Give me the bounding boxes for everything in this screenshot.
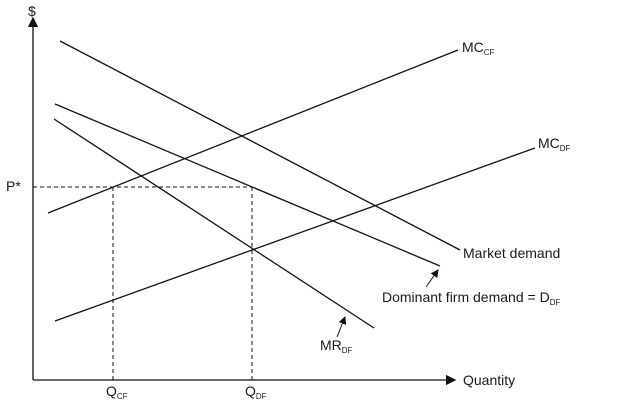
y-axis-label: $: [28, 3, 36, 19]
dominant-firm-demand-curve: [54, 103, 441, 267]
price-label: P*: [6, 178, 21, 194]
mr-df-pointer: [336, 316, 347, 338]
x-axis-label: Quantity: [463, 372, 515, 388]
mc-df-curve: [54, 147, 536, 322]
dominant-demand-label: Dominant firm demand = DDF: [382, 289, 560, 307]
q-df-label: QDF: [245, 383, 267, 401]
mc-cf-label: MCCF: [462, 39, 495, 57]
market-demand-label: Market demand: [463, 245, 560, 261]
mr-df-curve: [53, 118, 375, 329]
market-demand-curve: [59, 40, 461, 251]
dominant-demand-pointer: [425, 269, 439, 288]
q-cf-label: QCF: [106, 383, 128, 401]
mc-df-label: MCDF: [538, 135, 571, 153]
mc-cf-curve: [47, 49, 459, 214]
mr-df-label: MRDF: [320, 337, 353, 355]
